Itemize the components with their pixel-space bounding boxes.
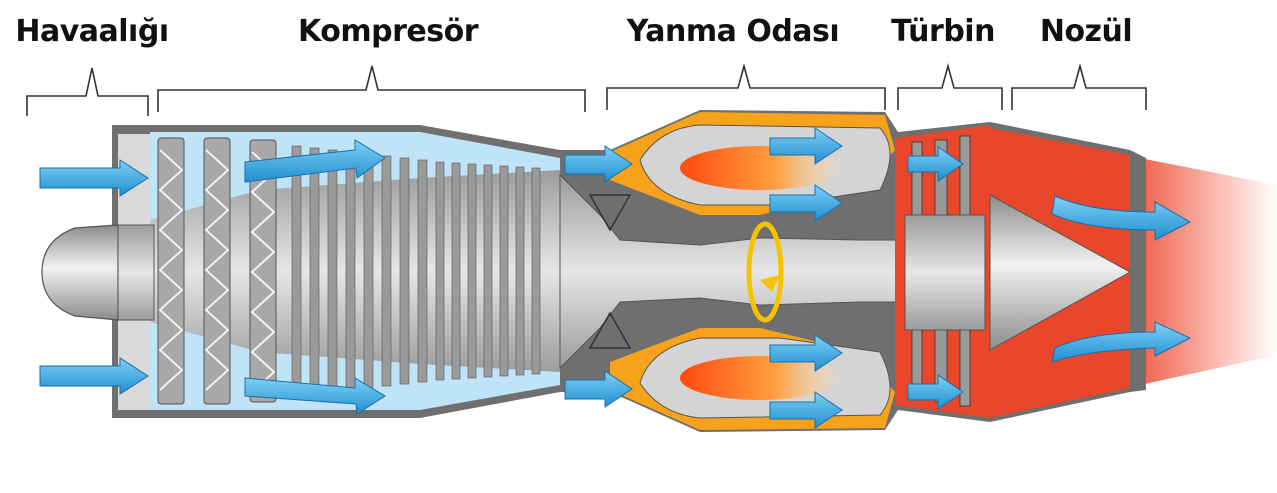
intake-arrow-top-icon	[39, 159, 149, 197]
nozzle-arrow-bottom-icon	[1051, 321, 1192, 363]
compressor-rear-blades	[291, 145, 541, 397]
compressor-bracket	[157, 65, 586, 112]
compressor-arrow-top-icon	[244, 139, 386, 183]
intake-label: Havaalığı	[15, 14, 169, 49]
intake-arrow-bottom-icon	[39, 357, 149, 395]
shaft-bearing-bottom	[588, 311, 632, 349]
flow-arrows	[39, 127, 1192, 429]
rotation-arrow-head-icon	[760, 275, 780, 292]
combustor-arrow-2-icon	[769, 184, 843, 222]
tail-cone	[989, 194, 1132, 351]
diffuser-arrow-bottom-icon	[564, 370, 633, 408]
turbine-label: Türbin	[891, 14, 995, 49]
turbine-bracket	[897, 62, 1003, 110]
turbine-arrow-top-icon	[907, 146, 964, 182]
compressor-blade-zigzag	[158, 149, 276, 393]
flame-bottom	[680, 356, 840, 400]
blade-row-1	[157, 137, 185, 405]
nozzle-label: Nozül	[1039, 14, 1133, 49]
combustor-arrow-3-icon	[769, 334, 843, 372]
compressor-label: Kompresör	[298, 14, 478, 49]
turbine-disk	[904, 214, 986, 331]
spinner-hub	[117, 224, 155, 321]
section-brackets	[26, 62, 1147, 116]
nose-spinner	[41, 224, 119, 321]
diffuser-arrow-top-icon	[564, 145, 633, 183]
rotation-arrow-icon	[746, 221, 784, 323]
compressor-arrow-bottom-icon	[244, 377, 386, 415]
combustor-arrow-1-icon	[769, 127, 843, 165]
shaft-bearing-top	[588, 194, 632, 232]
combustor-label: Yanma Odası	[626, 14, 840, 49]
nozzle-arrow-top-icon	[1051, 195, 1192, 241]
combustor-arrow-4-icon	[769, 391, 843, 429]
intake-bracket	[26, 67, 149, 116]
flame-top	[680, 146, 840, 190]
nozzle-bracket	[1011, 62, 1147, 110]
turbine-arrow-bottom-icon	[907, 374, 964, 410]
blade-row-2	[203, 137, 231, 405]
combustor-bracket	[606, 62, 886, 110]
